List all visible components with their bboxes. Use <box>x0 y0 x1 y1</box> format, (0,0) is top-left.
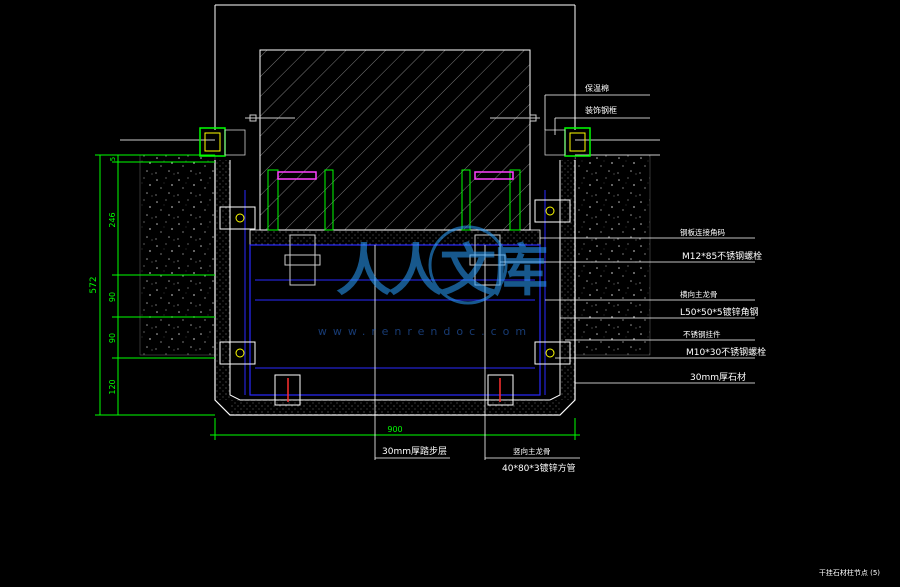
top-bolts <box>245 114 540 122</box>
leader-lines <box>374 94 755 460</box>
callout-stainless-bolt: M10*30不锈钢螺栓 <box>686 346 766 358</box>
steel-keel-frame <box>244 190 546 396</box>
watermark: 人人文库 www.renrendoc.com <box>318 225 551 338</box>
floor-slab-right <box>574 139 660 356</box>
window-frame-right <box>544 127 591 157</box>
concrete-column-core <box>249 49 541 246</box>
anchor-bolt-left <box>277 171 317 180</box>
callout-square-tube: 40*80*3镀锌方管 <box>502 462 576 474</box>
dim-bottom-width: 900 <box>387 425 402 434</box>
title-block: 干挂石材柱节点 (5) <box>819 568 880 577</box>
bottom-fixing-left <box>274 374 301 406</box>
floor-slab-left <box>120 139 216 356</box>
callout-fire-board: 保温棉 <box>585 83 609 93</box>
dim-seg-5: 120 <box>108 379 117 394</box>
upper-wall-outline <box>214 4 576 130</box>
bottom-dimension <box>210 418 580 440</box>
stone-hanger-left-upper <box>219 206 256 230</box>
anchor-bolt-right <box>474 171 514 180</box>
anchor-plate-left <box>267 169 334 286</box>
callout-keel: 横向主龙骨 <box>680 289 718 299</box>
dim-seg-4: 90 <box>108 333 117 343</box>
watermark-cn: 人人文库 <box>336 239 547 304</box>
dim-seg-3: 90 <box>108 292 117 302</box>
watermark-url: www.renrendoc.com <box>318 325 532 338</box>
window-frame-left <box>199 127 246 157</box>
callout-bottom-stone: 30mm厚踏步层 <box>382 445 447 457</box>
dim-seg-2: 246 <box>108 212 117 227</box>
stone-hanger-left-lower <box>219 341 256 365</box>
callout-steel-angle: 钢板连接角码 <box>680 227 725 237</box>
callout-anchor-bolt: M12*85不锈钢螺栓 <box>682 250 762 262</box>
anchor-plate-right <box>461 169 521 286</box>
callout-steel-frame: 装饰钢框 <box>585 105 617 115</box>
callout-main-keel: 竖向主龙骨 <box>513 446 551 456</box>
dim-seg-1: 5 <box>109 157 117 161</box>
callout-hanger: 不锈钢挂件 <box>683 329 721 339</box>
stone-hanger-right-upper <box>534 199 571 223</box>
stone-hanger-right-lower <box>534 341 571 365</box>
left-dimension-chain <box>95 154 215 416</box>
bottom-fixing-right <box>487 374 514 406</box>
callout-stone: 30mm厚石材 <box>690 371 746 383</box>
callout-angle-steel: L50*50*5镀锌角钢 <box>680 306 759 318</box>
dim-left-total: 572 <box>89 276 99 293</box>
